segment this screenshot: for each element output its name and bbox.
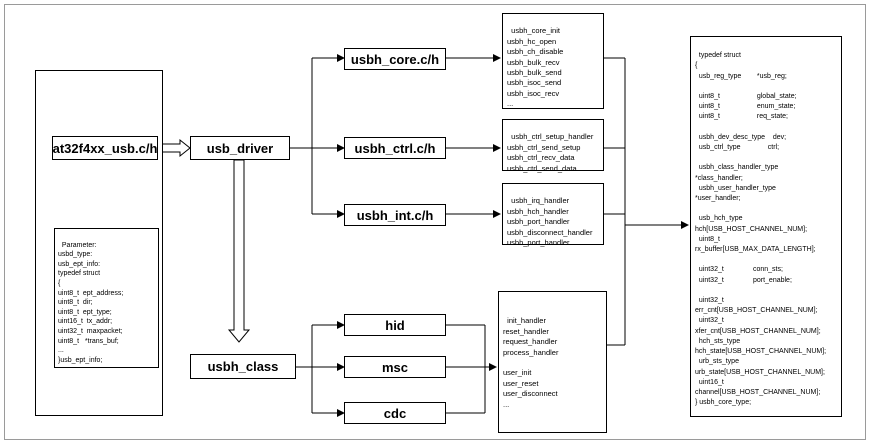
ctrl-functions-text: usbh_ctrl_setup_handler usbh_ctrl_send_s…: [507, 132, 594, 173]
core-functions-list: usbh_core_init usbh_hc_open usbh_ch_disa…: [502, 13, 604, 109]
class-functions-list: init_handler reset_handler request_handl…: [498, 291, 607, 433]
parameter-text: Parameter: usbd_type: usb_ept_info: type…: [58, 241, 124, 364]
usb-driver-label: usb_driver: [206, 140, 274, 156]
parameter-box: Parameter: usbd_type: usb_ept_info: type…: [54, 228, 159, 368]
class-functions-text: init_handler reset_handler request_handl…: [503, 316, 559, 409]
hid-label: hid: [385, 317, 405, 333]
at32-usb-label: at32f4xx_usb.c/h: [52, 140, 158, 156]
msc-label: msc: [381, 359, 409, 375]
usbh-int-node: usbh_int.c/h: [344, 204, 446, 226]
usbh-core-label: usbh_core.c/h: [350, 51, 440, 67]
cdc-label: cdc: [383, 405, 407, 421]
usbh-class-node: usbh_class: [190, 354, 296, 379]
hid-node: hid: [344, 314, 446, 336]
usbh-core-node: usbh_core.c/h: [344, 48, 446, 70]
usbh-core-type-text: typedef struct { usb_reg_type *usb_reg; …: [695, 52, 827, 407]
at32-usb-node: at32f4xx_usb.c/h: [52, 136, 158, 160]
int-functions-text: usbh_irq_handler usbh_hch_handler usbh_p…: [507, 196, 593, 248]
usbh-ctrl-node: usbh_ctrl.c/h: [344, 137, 446, 159]
driver-to-class-hollow-arrow: [227, 159, 251, 343]
ctrl-functions-list: usbh_ctrl_setup_handler usbh_ctrl_send_s…: [502, 119, 604, 173]
usbh-core-type-struct: typedef struct { usb_reg_type *usb_reg; …: [690, 36, 842, 417]
diagram-frame: [4, 4, 866, 440]
usbh-int-label: usbh_int.c/h: [356, 207, 434, 223]
usbh-ctrl-label: usbh_ctrl.c/h: [354, 140, 436, 156]
core-functions-text: usbh_core_init usbh_hc_open usbh_ch_disa…: [507, 26, 564, 109]
usbh-class-label: usbh_class: [207, 359, 279, 374]
msc-node: msc: [344, 356, 446, 378]
cdc-node: cdc: [344, 402, 446, 424]
usb-driver-node: usb_driver: [190, 136, 290, 160]
int-functions-list: usbh_irq_handler usbh_hch_handler usbh_p…: [502, 183, 604, 248]
